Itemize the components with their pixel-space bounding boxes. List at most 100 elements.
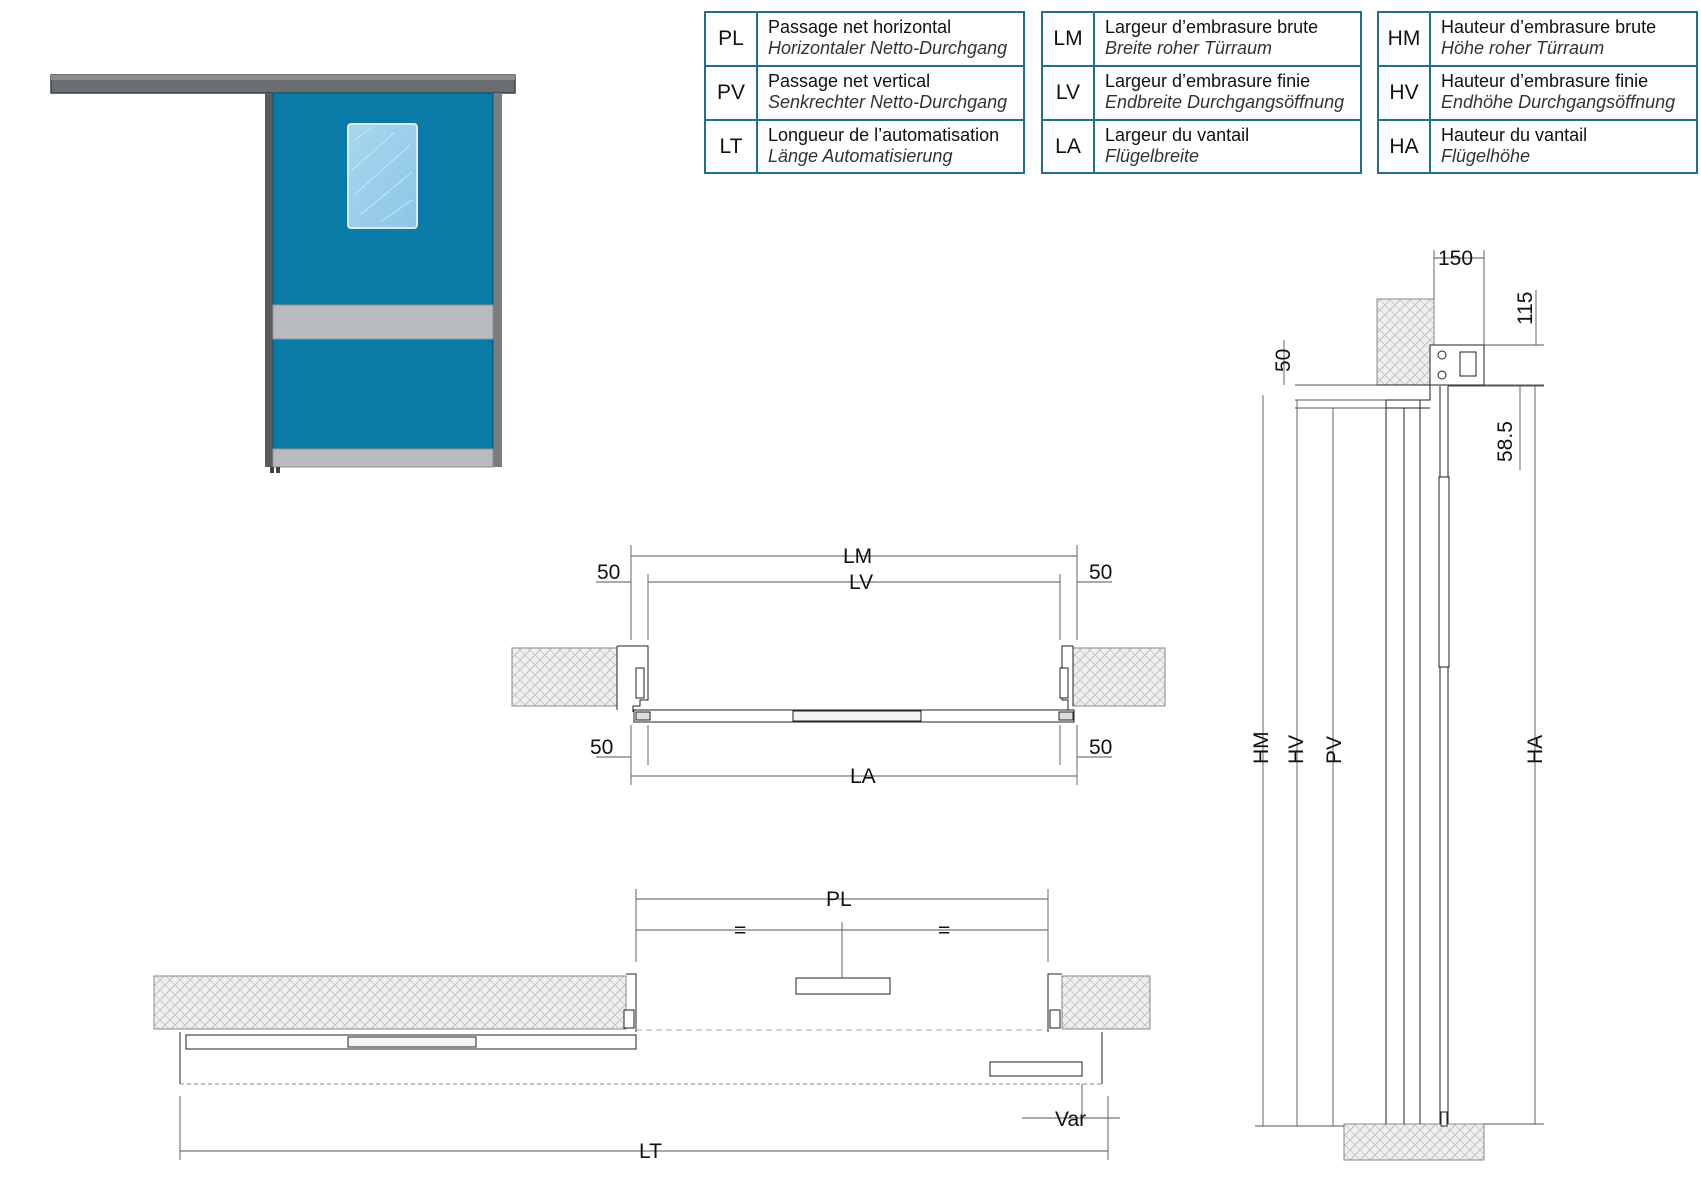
dim-label-pl: PL	[826, 888, 852, 911]
dim-label-50: 50	[1089, 561, 1112, 584]
vertical-section	[1255, 250, 1544, 1161]
seal-right	[1059, 667, 1069, 699]
dim-label-50: 50	[597, 561, 620, 584]
legend-de: Endhöhe Durchgangsöffnung	[1441, 92, 1676, 112]
door-window	[347, 123, 418, 229]
legend-fr: Passage net horizontal	[768, 17, 952, 37]
legend-code: HA	[1379, 121, 1431, 172]
door-bottom-plate	[272, 448, 494, 468]
plan1-labels: LM LV LA 50 50 50 50	[590, 545, 1112, 788]
door-section-center	[795, 977, 891, 995]
legend-de: Breite roher Türraum	[1105, 38, 1273, 58]
dim-label-150: 150	[1438, 247, 1473, 270]
dim-label-ha: HA	[1524, 735, 1547, 764]
wall-left	[153, 975, 627, 1030]
seal	[623, 1009, 635, 1029]
legend-de: Senkrechter Netto-Durchgang	[768, 92, 1008, 112]
dim-label-eq: =	[938, 919, 950, 942]
legend-code: PV	[706, 67, 758, 119]
floor-guide	[270, 467, 274, 473]
door-window-plan	[347, 1036, 477, 1048]
dim-label-pv: PV	[1323, 736, 1346, 764]
operator-detail	[1459, 351, 1477, 377]
door-kick-band	[272, 304, 494, 340]
door-right-frame	[493, 93, 502, 467]
dim-label-hm: HM	[1250, 731, 1273, 764]
frame-right	[1061, 645, 1074, 712]
legend-de: Flügelhöhe	[1441, 146, 1531, 166]
legend-code: HV	[1379, 67, 1431, 119]
operator-wheel	[1437, 370, 1447, 380]
legend-fr: Hauteur d’embrasure brute	[1441, 17, 1657, 37]
plan-view-closed	[511, 545, 1166, 785]
legend-de: Länge Automatisierung	[768, 146, 953, 166]
seal	[1049, 1009, 1061, 1029]
dim-label-lv: LV	[849, 571, 873, 594]
dim-label-50: 50	[1089, 736, 1112, 759]
section-labels: 150 115 50 58.5 HM HV PV HA	[1250, 247, 1547, 764]
operator-wheel	[1437, 350, 1447, 360]
legend-code: PL	[706, 13, 758, 65]
dim-label-115: 115	[1514, 292, 1537, 325]
door-illustration	[50, 74, 516, 473]
wall-left	[511, 647, 618, 707]
wall-right	[1072, 647, 1166, 707]
floor-guide	[276, 467, 280, 473]
roller	[635, 711, 651, 721]
legend-code: LM	[1043, 13, 1095, 65]
legend-code: LT	[706, 121, 758, 172]
legend-fr: Largeur du vantail	[1105, 125, 1250, 145]
floor-slab	[1343, 1123, 1485, 1161]
dim-label-la: LA	[850, 765, 876, 788]
door-section-offset	[989, 1061, 1083, 1077]
roller	[1058, 711, 1074, 721]
dim-label-50: 50	[590, 736, 613, 759]
plan2-labels: PL = = Var LT	[639, 888, 1086, 1163]
dim-label-50: 50	[1272, 349, 1295, 372]
frame-right	[1047, 973, 1062, 1032]
legend-de: Flügelbreite	[1105, 146, 1200, 166]
legend-fr: Passage net vertical	[768, 71, 931, 91]
dim-label-lm: LM	[843, 545, 872, 568]
top-rail-highlight	[51, 75, 515, 80]
header-profile	[1377, 384, 1431, 409]
legend-code: LV	[1043, 67, 1095, 119]
door-left-frame	[265, 93, 273, 467]
dim-label-eq: =	[734, 919, 746, 942]
seal-left	[635, 667, 645, 699]
legend-fr: Largeur d’embrasure finie	[1105, 71, 1311, 91]
legend-fr: Largeur d’embrasure brute	[1105, 17, 1319, 37]
plan-view-open	[153, 889, 1151, 1160]
legend-de: Endbreite Durchgangsöffnung	[1105, 92, 1345, 112]
dim-label-var: Var	[1055, 1108, 1086, 1131]
dim-label-58-5: 58.5	[1494, 421, 1517, 462]
legend-fr: Hauteur du vantail	[1441, 125, 1588, 145]
section-window	[1438, 476, 1450, 668]
legend-fr: Longueur de l’automatisation	[768, 125, 1000, 145]
dim-label-lt: LT	[639, 1140, 662, 1163]
floor-guide	[1440, 1111, 1448, 1127]
door-window-plan	[792, 710, 922, 722]
lintel-wall	[1376, 298, 1435, 386]
legend-code: HM	[1379, 13, 1431, 65]
window-reflection	[351, 127, 413, 223]
dim-label-hv: HV	[1285, 735, 1308, 764]
legend-fr: Hauteur d’embrasure finie	[1441, 71, 1649, 91]
legend-code: LA	[1043, 121, 1095, 172]
legend-de: Horizontaler Netto-Durchgang	[768, 38, 1008, 58]
wall-right	[1061, 975, 1151, 1030]
frame-left	[616, 645, 649, 712]
